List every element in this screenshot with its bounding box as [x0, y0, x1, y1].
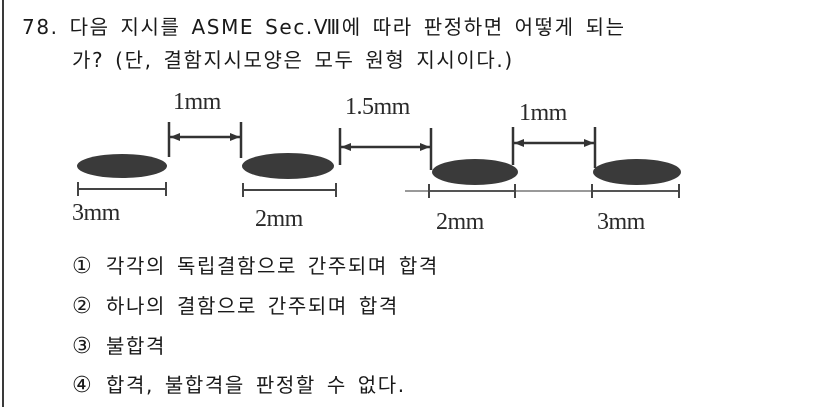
spacing-2-label: 1.5mm	[345, 94, 411, 120]
defect-3-shape	[432, 159, 518, 185]
defect-4-label: 3mm	[597, 209, 646, 235]
page-left-border	[2, 0, 4, 407]
question-line-1: 78. 다음 지시를 ASME Sec.Ⅷ에 따라 판정하면 어떻게 되는	[22, 15, 626, 39]
spacing-1-dimension	[167, 122, 243, 158]
question-number: 78.	[22, 15, 59, 39]
option-1[interactable]: ① 각각의 독립결함으로 간주되며 합격	[72, 253, 439, 280]
defect-3-4-dimension	[405, 184, 680, 198]
question-line-2: 가? (단, 결함지시모양은 모두 원형 지시이다.)	[72, 48, 514, 72]
option-1-number: ①	[72, 254, 92, 279]
defect-1-shape	[77, 154, 167, 178]
option-3-text: 불합격	[106, 334, 166, 358]
option-2-number: ②	[72, 294, 92, 319]
option-3[interactable]: ③ 불합격	[72, 333, 166, 360]
spacing-3-label: 1mm	[519, 100, 568, 126]
option-2-text: 하나의 결함으로 간주되며 합격	[106, 294, 399, 318]
question-text-1: 다음 지시를 ASME Sec.Ⅷ에 따라 판정하면 어떻게 되는	[69, 15, 626, 39]
defect-4-shape	[593, 159, 681, 185]
defect-diagram: 1mm 1.5mm 1mm 3mm 2mm 2mm 3mm	[72, 89, 681, 235]
option-4-text: 합격, 불합격을 판정할 수 없다.	[106, 373, 406, 397]
spacing-2-dimension	[338, 128, 433, 170]
defect-2-label: 2mm	[255, 206, 304, 232]
option-4[interactable]: ④ 합격, 불합격을 판정할 수 없다.	[72, 372, 406, 399]
defect-2-shape	[242, 153, 334, 179]
spacing-3-dimension	[511, 127, 597, 168]
option-1-text: 각각의 독립결함으로 간주되며 합격	[106, 254, 439, 278]
defect-3-label: 2mm	[436, 209, 485, 235]
option-3-number: ③	[72, 334, 92, 359]
defect-1-label: 3mm	[72, 200, 121, 226]
spacing-1-label: 1mm	[173, 89, 222, 115]
option-2[interactable]: ② 하나의 결함으로 간주되며 합격	[72, 293, 399, 320]
defect-1-dimension	[77, 182, 167, 196]
option-4-number: ④	[72, 373, 92, 398]
defect-2-dimension	[242, 183, 337, 197]
